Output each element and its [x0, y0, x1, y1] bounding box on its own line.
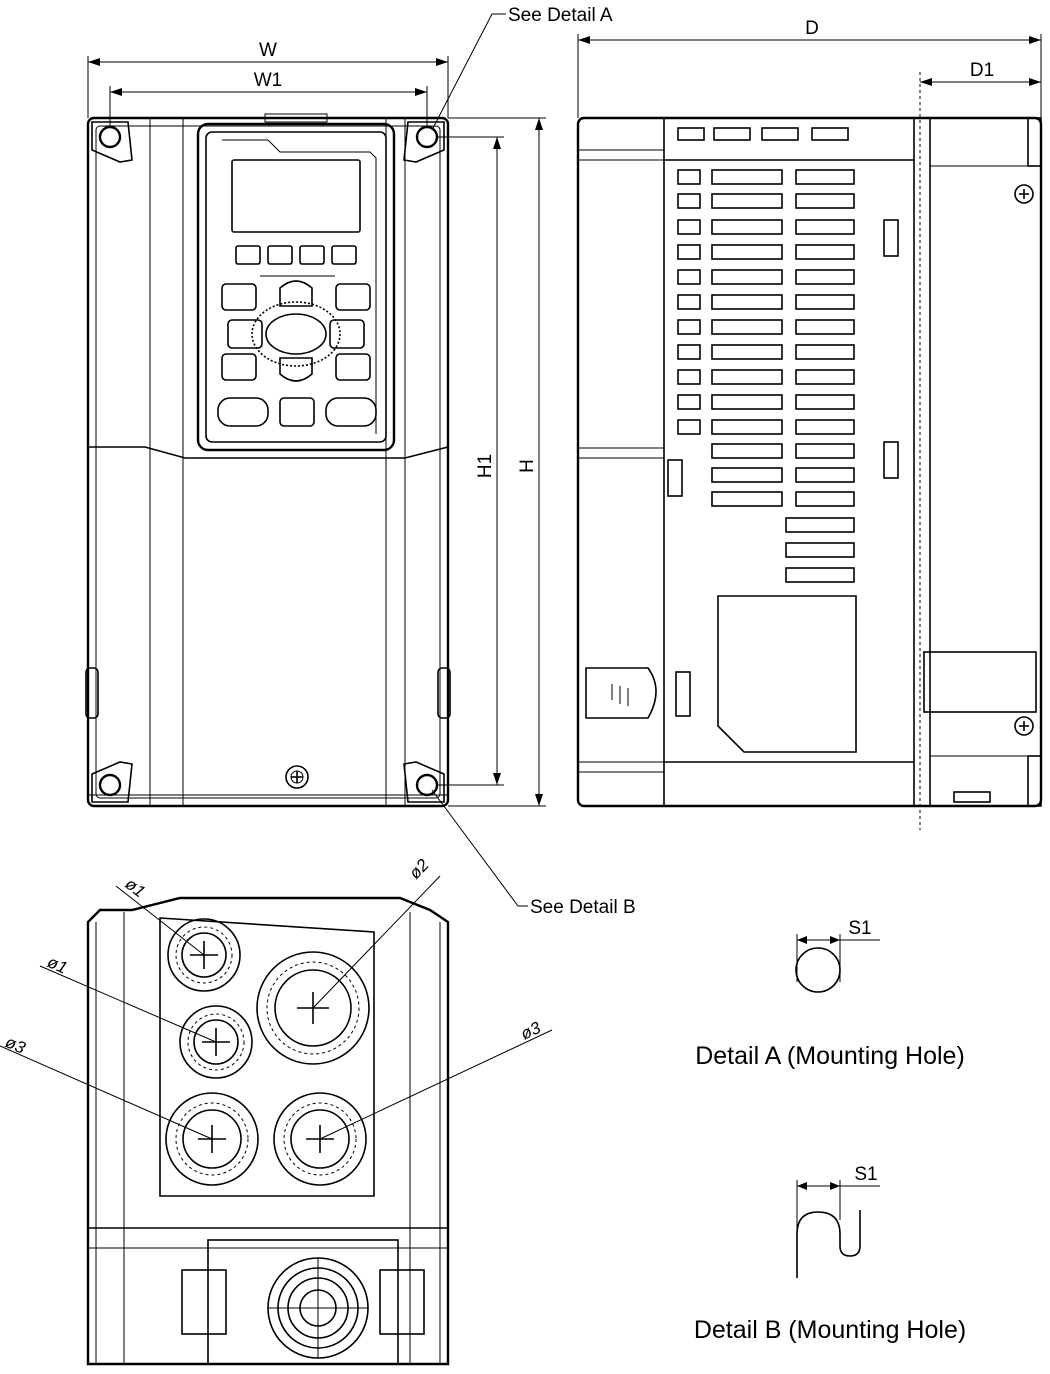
cable-knockout-icon — [165, 918, 370, 1186]
height1-label: H1 — [475, 454, 496, 478]
detail-b: S1 Detail B (Mounting Hole) — [694, 1164, 966, 1344]
dia3-right-label: ø3 — [518, 1018, 545, 1044]
detail-a: S1 Detail A (Mounting Hole) — [695, 918, 965, 1070]
height-label: H — [517, 459, 538, 473]
depth-label: D — [805, 18, 819, 39]
see-detail-a-label: See Detail A — [508, 5, 613, 26]
bottom-view: ø1 ø1 ø2 ø3 ø3 — [0, 855, 553, 1366]
front-view: W W1 H1 H See Detail A See Detail B — [85, 5, 636, 918]
mounting-hole-icon — [795, 947, 841, 993]
detail-a-caption: Detail A (Mounting Hole) — [695, 1042, 965, 1070]
dia1-mid-label: ø1 — [44, 952, 70, 977]
screw-icon — [1014, 184, 1034, 736]
side-view: D D1 — [576, 18, 1043, 830]
see-detail-b-label: See Detail B — [530, 897, 636, 918]
width1-label: W1 — [254, 70, 283, 91]
mounting-hole-icon — [796, 1210, 861, 1278]
width-label: W — [259, 40, 277, 61]
detail-b-caption: Detail B (Mounting Hole) — [694, 1316, 966, 1344]
dia2-label: ø2 — [405, 855, 433, 883]
mounting-hole-icon — [91, 121, 445, 803]
s1-a-label: S1 — [848, 918, 871, 939]
depth1-label: D1 — [970, 60, 994, 81]
dia3-left-label: ø3 — [2, 1032, 28, 1058]
keypad — [196, 122, 396, 452]
lcd-display — [231, 159, 361, 233]
vent-slots — [677, 169, 855, 583]
dia1-top-label: ø1 — [122, 874, 149, 901]
screw-icon — [285, 765, 309, 789]
fan-icon — [267, 1257, 369, 1359]
s1-b-label: S1 — [854, 1164, 877, 1185]
